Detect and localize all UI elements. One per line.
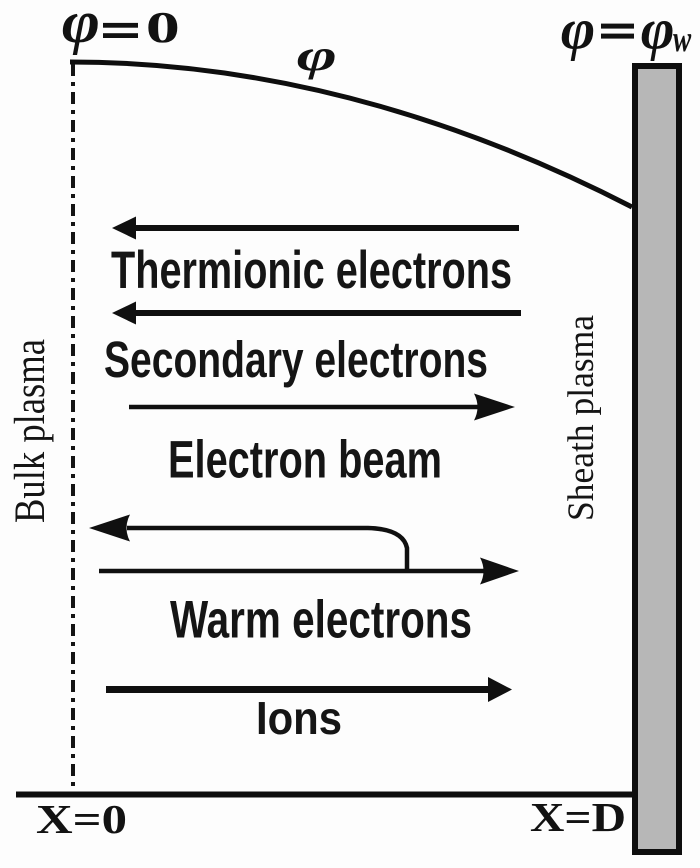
svg-text:φ: φ xyxy=(561,0,596,61)
svg-text:0: 0 xyxy=(146,4,180,52)
svg-text:Secondary electrons: Secondary electrons xyxy=(104,331,488,388)
svg-text:X=0: X=0 xyxy=(36,796,127,842)
svg-text:Thermionic electrons: Thermionic electrons xyxy=(111,241,512,300)
svg-text:X=D: X=D xyxy=(530,794,626,840)
svg-text:φ: φ xyxy=(62,0,100,55)
svg-text:Bulk plasma: Bulk plasma xyxy=(7,339,54,523)
svg-text:w: w xyxy=(673,19,691,60)
svg-text:Electron beam: Electron beam xyxy=(168,431,442,490)
svg-text:φ: φ xyxy=(297,30,337,79)
svg-text:φ: φ xyxy=(641,0,675,62)
svg-text:Sheath plasma: Sheath plasma xyxy=(561,315,602,521)
svg-text:Warm electrons: Warm electrons xyxy=(170,591,472,650)
svg-text:Ions: Ions xyxy=(256,692,342,744)
